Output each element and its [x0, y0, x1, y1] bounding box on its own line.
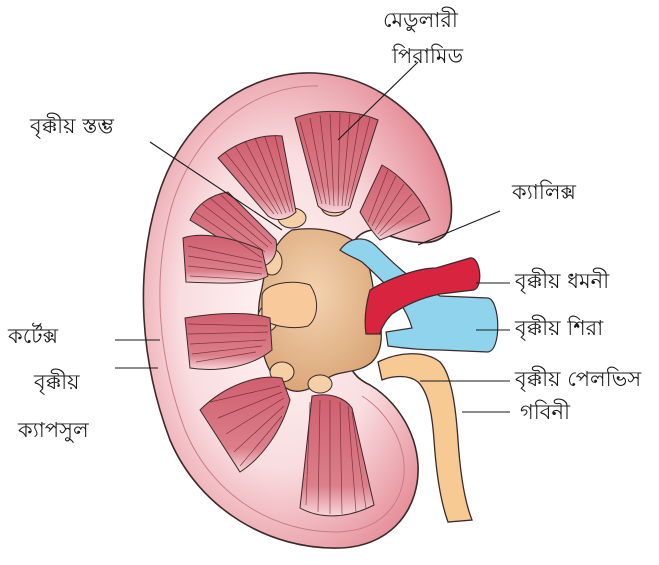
label-renal-pelvis: বৃক্কীয় পেলভিস: [515, 369, 641, 390]
label-renal-column: বৃক্কীয় স্তম্ভ: [30, 116, 114, 137]
label-renal-capsule-line1: বৃক্কীয়: [34, 372, 80, 393]
label-renal-capsule-line2: ক্যাপসুল: [18, 420, 89, 441]
label-medullary-pyramid-line2: পিরামিড: [392, 46, 463, 67]
label-calyx: ক্যালিক্স: [512, 182, 576, 203]
label-medullary-pyramid-line1: মেডুলারী: [383, 10, 458, 31]
label-ureter: গবিনী: [520, 402, 570, 423]
label-renal-vein: বৃক্কীয় শিরা: [515, 318, 603, 339]
label-cortex: কর্টেক্স: [8, 326, 58, 347]
label-renal-artery: বৃক্কীয় ধমনী: [515, 271, 609, 292]
